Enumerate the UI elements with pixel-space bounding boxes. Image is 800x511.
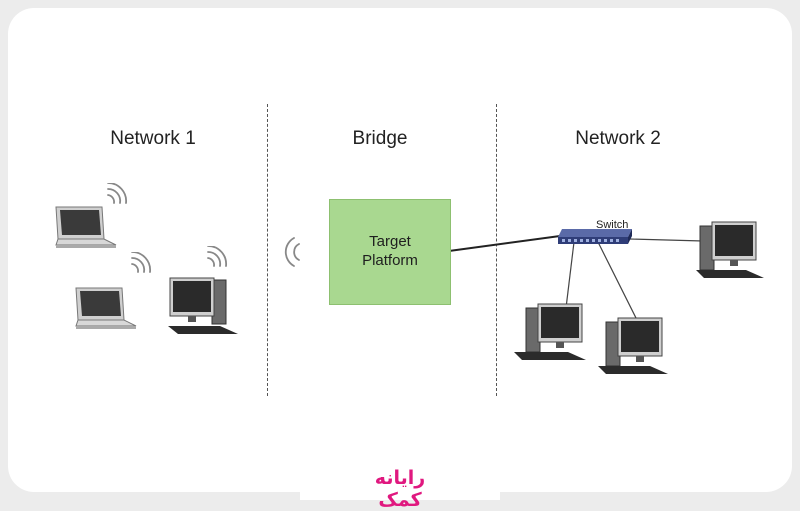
wireless-signal-icon	[284, 237, 300, 267]
network-2-heading: Network 2	[575, 128, 661, 149]
wireless-signal-icon	[107, 183, 127, 204]
network-1-heading: Network 1	[110, 128, 196, 149]
network-switch-icon	[558, 229, 632, 244]
desktop-computer-icon	[514, 303, 586, 360]
laptop-icon	[75, 287, 137, 329]
connection-lines	[448, 235, 704, 323]
target-platform-label: Target Platform	[362, 233, 418, 269]
bridge-to-switch-link	[448, 235, 561, 252]
laptop-icon	[55, 206, 117, 248]
target-platform-box: Target Platform	[329, 199, 451, 305]
left-divider	[267, 104, 268, 396]
brand-logo: رایانه کمک	[374, 467, 426, 511]
desktop-computer-icon	[168, 277, 238, 334]
wireless-signal-icon	[131, 252, 151, 273]
switch-label: Switch	[596, 219, 629, 231]
logo-tab	[300, 462, 500, 500]
switch-to-pc-right-link	[629, 238, 704, 242]
wireless-signal-icon	[207, 246, 227, 267]
desktop-computer-icon	[696, 221, 764, 278]
switch-to-pc-left-link	[565, 241, 575, 309]
right-divider	[496, 104, 497, 396]
bridge-heading: Bridge	[352, 128, 408, 149]
switch-to-pc-middle-link	[597, 241, 639, 323]
desktop-computer-icon	[598, 317, 668, 374]
